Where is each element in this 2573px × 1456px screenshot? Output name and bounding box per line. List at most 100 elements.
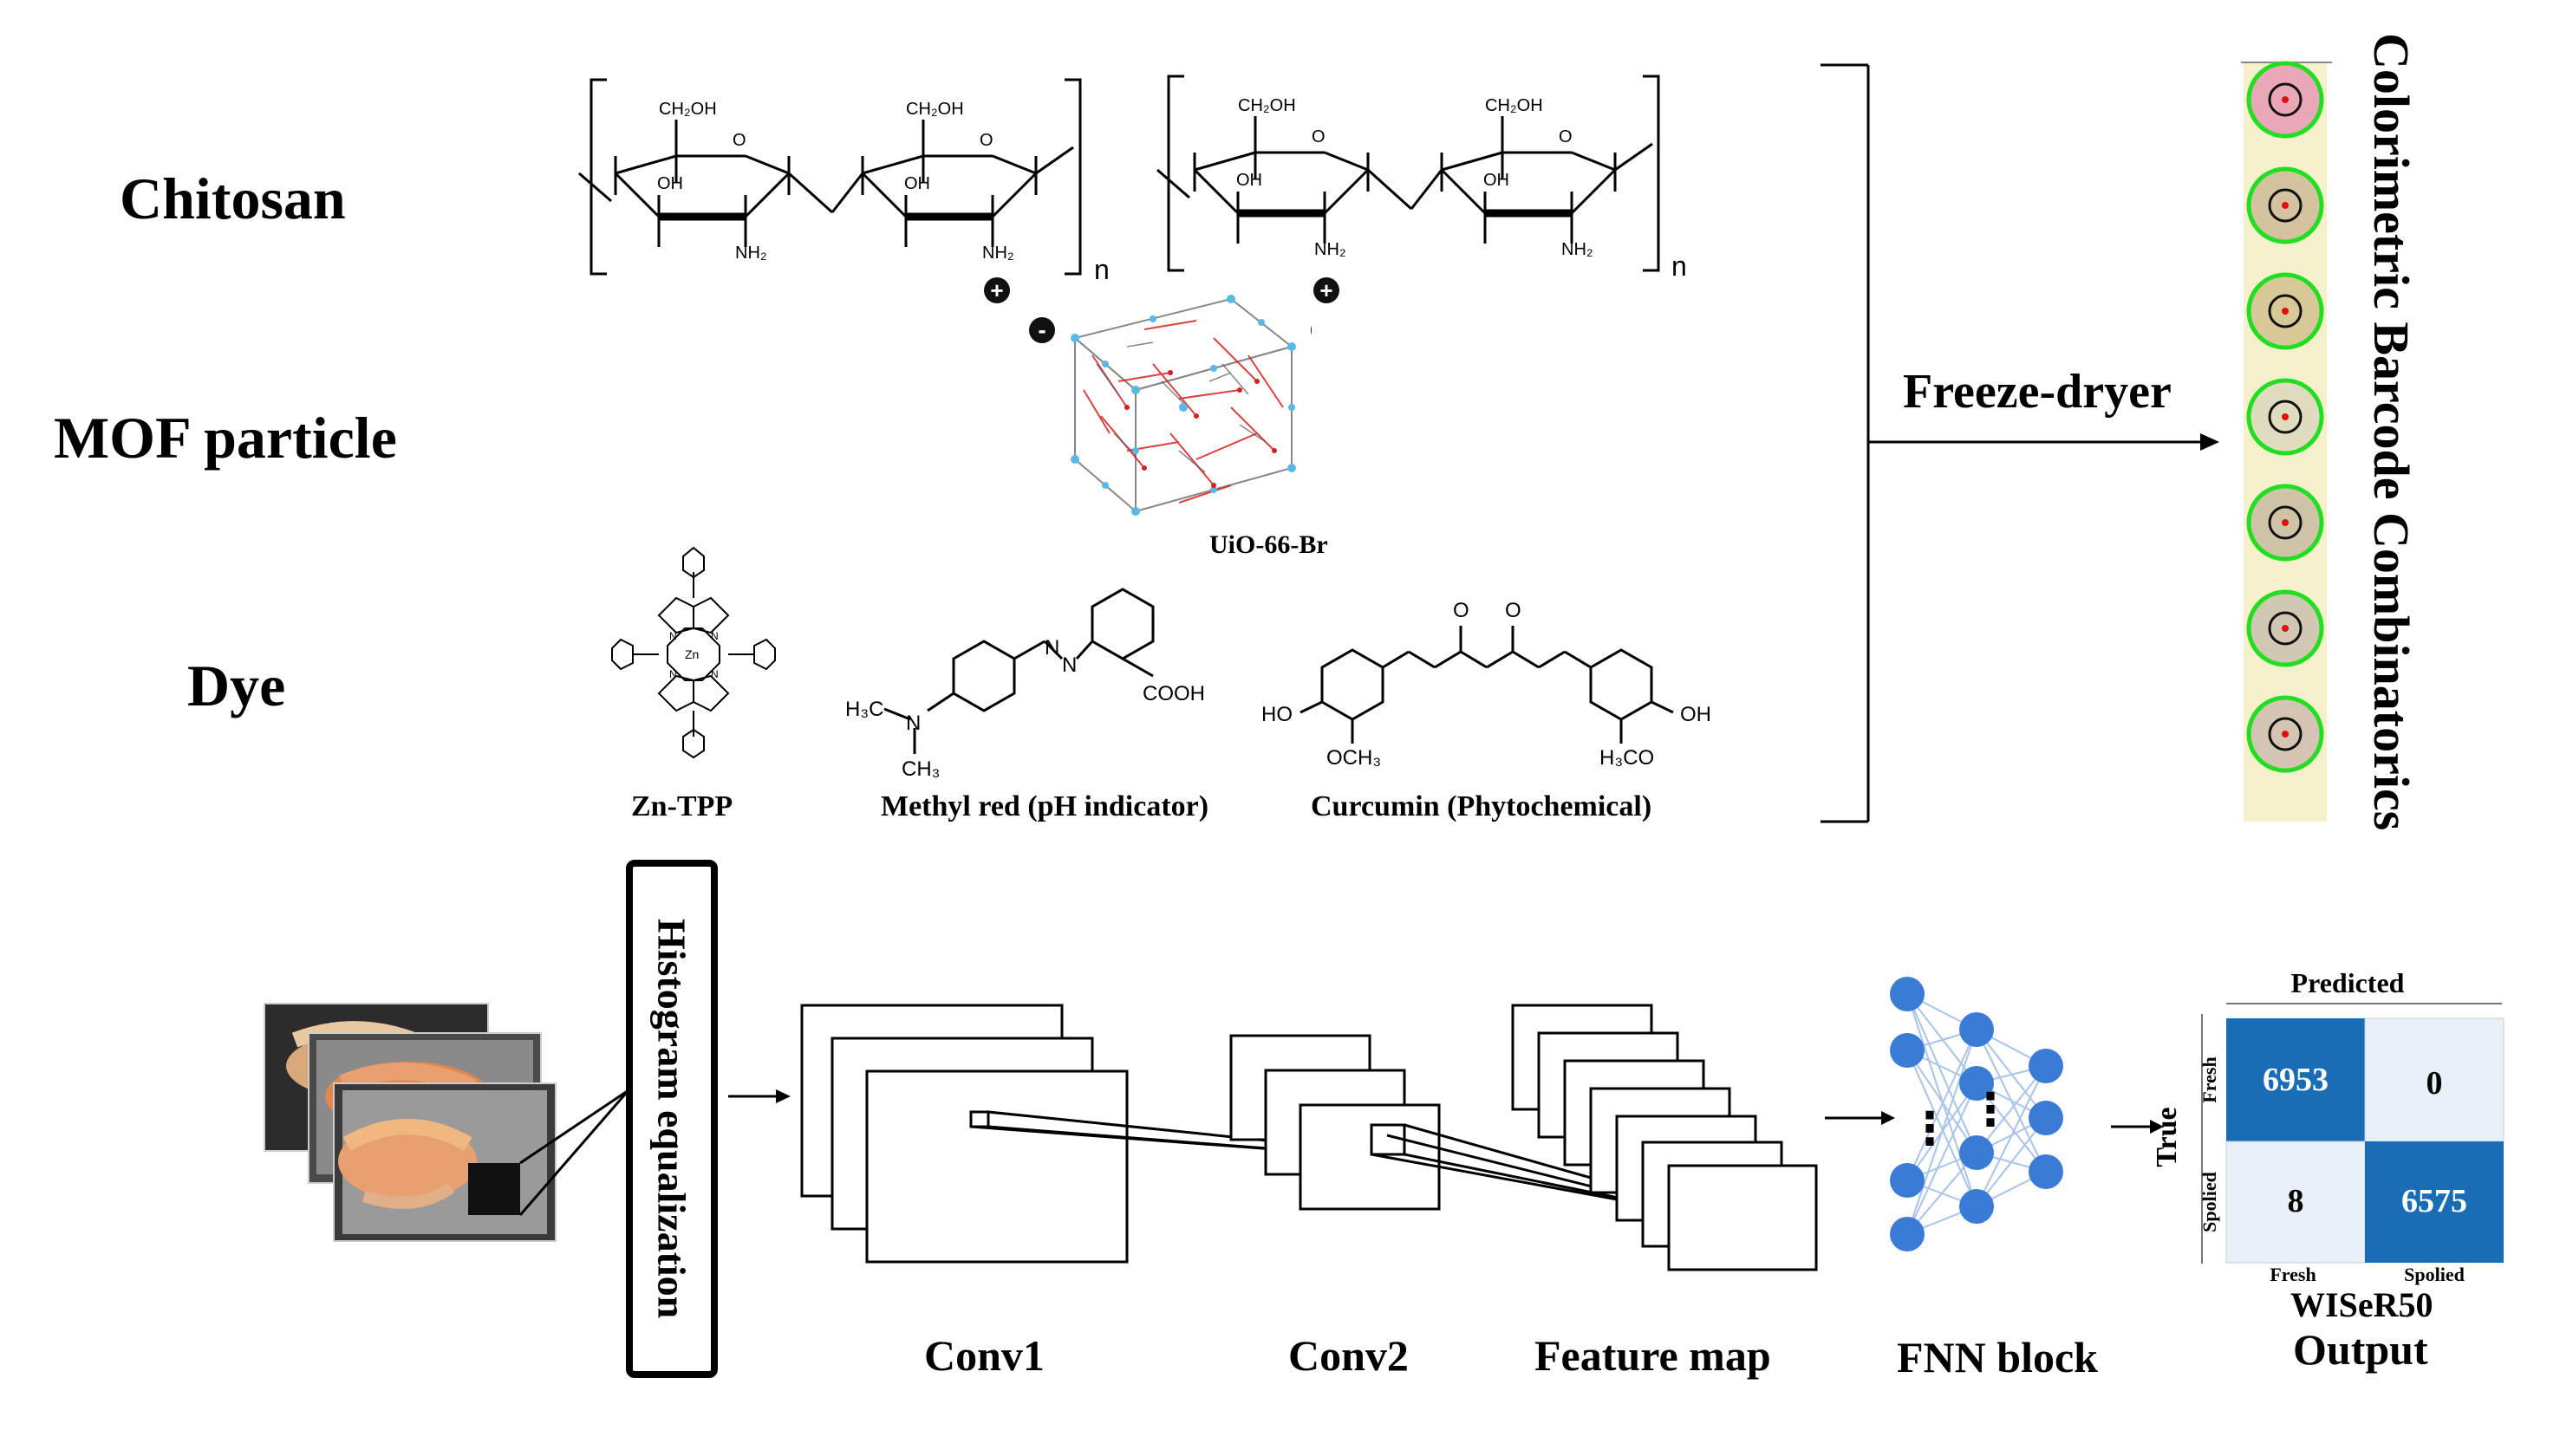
- fnn-edge: [1976, 1065, 2047, 1154]
- porphyrin-n: N: [711, 668, 719, 680]
- cm-cell-tp: [2226, 1018, 2365, 1141]
- oh-text: OH: [1236, 171, 1262, 190]
- minus-sign: -: [1038, 316, 1045, 343]
- barcode-spot-ring: [2268, 82, 2303, 117]
- chitosan-structure-1: CH₂OH CH₂OH O O OH OH NH₂ NH₂ n: [578, 78, 1110, 285]
- repeat-n: n: [1671, 250, 1687, 282]
- plus-sign: +: [1319, 277, 1332, 303]
- curcumin-structure: [1300, 626, 1674, 744]
- mof-particle-label: MOF particle: [54, 405, 397, 471]
- zn-metal-label: Zn: [685, 647, 699, 661]
- freeze-dryer-label: Freeze-dryer: [1903, 365, 2172, 419]
- h3c-text: H₃C: [845, 698, 883, 721]
- barcode-spot-ring: [2268, 611, 2303, 646]
- fnn-edge: [1906, 993, 1977, 1084]
- feature-map-stack: [1511, 1004, 1818, 1271]
- fnn-edge: [1906, 993, 1977, 1154]
- fnn-node: [1890, 1217, 1925, 1251]
- dye-label: Dye: [187, 653, 286, 718]
- oh-text: OH: [1483, 171, 1509, 190]
- porphyrin-n: N: [669, 630, 677, 642]
- oh-text: OH: [1680, 703, 1711, 726]
- ch2oh-text: CH₂OH: [1238, 96, 1296, 115]
- cm-col-spolied: Spolied: [2404, 1264, 2465, 1285]
- fnn-node: [1890, 1033, 1925, 1068]
- histogram-arrow: [776, 1089, 791, 1103]
- ch3-text: CH₃: [902, 757, 940, 781]
- model-name-label: WISeR50: [2290, 1285, 2433, 1324]
- feature-map-label: Feature map: [1534, 1331, 1771, 1380]
- ho-text: HO: [1261, 703, 1293, 726]
- conv1-stack: [800, 1004, 1345, 1264]
- nh2-text: NH₂: [982, 244, 1014, 263]
- barcode-spot-center: [2282, 413, 2289, 420]
- cm-value-00: 6953: [2263, 1062, 2329, 1098]
- curcumin-label: Curcumin (Phytochemical): [1311, 790, 1652, 822]
- ketone-o: O: [1453, 599, 1469, 622]
- fnn-edge: [1976, 1082, 2047, 1173]
- fnn-edge: [1906, 1050, 1977, 1207]
- ch2oh-text: CH₂OH: [906, 100, 964, 119]
- barcode-spot-center: [2282, 202, 2289, 209]
- barcode-spot-center: [2282, 519, 2289, 526]
- histogram-label: Histogram equalization: [649, 919, 694, 1319]
- shrimp-photos: [264, 1003, 630, 1242]
- fnn-dots: ⋮: [1968, 1085, 2013, 1135]
- confusion-matrix: 6953 0 8 6575 Predicted True Fresh Spoli…: [2151, 967, 2505, 1285]
- azo-n: N: [1062, 653, 1077, 677]
- porphyrin-n: N: [669, 668, 677, 680]
- chitosan-structure-2: CH₂OH CH₂OH O O OH OH NH₂ NH₂ n: [1156, 75, 1687, 282]
- fnn-edge: [1976, 1065, 2047, 1207]
- fnn-node: [1890, 977, 1925, 1011]
- barcode-spot-ring: [2268, 505, 2303, 540]
- fnn-arrow: [1881, 1111, 1895, 1125]
- zn-tpp-label: Zn-TPP: [631, 790, 733, 822]
- barcode-title: Colorimetric Barcode Combinatorics: [2363, 33, 2420, 831]
- fnn-edge: [1976, 1117, 2047, 1207]
- ring-oxygen: O: [1312, 127, 1326, 146]
- ring-oxygen: O: [1559, 127, 1573, 146]
- barcode-spot-center: [2282, 308, 2289, 315]
- barcode-spot-center: [2282, 96, 2289, 103]
- cooh-text: COOH: [1143, 682, 1205, 705]
- chitosan-label: Chitosan: [120, 166, 346, 231]
- output-arrow: [2150, 1120, 2164, 1134]
- ch2oh-text: CH₂OH: [659, 100, 717, 119]
- repeat-n: n: [1094, 254, 1110, 285]
- nh2-text: NH₂: [1561, 240, 1593, 259]
- fnn-node: [1959, 1066, 1994, 1101]
- nh2-text: NH₂: [735, 244, 767, 263]
- fnn-block-label: FNN block: [1897, 1333, 2098, 1381]
- fnn-node: [2029, 1101, 2063, 1135]
- azo-n: N: [1045, 636, 1059, 660]
- fnn-node: [2029, 1049, 2063, 1083]
- oh-text: OH: [657, 174, 683, 193]
- cm-row-fresh: Fresh: [2198, 1056, 2220, 1102]
- barcode-spot-ring: [2268, 188, 2303, 223]
- fnn-dots: ⋮: [1907, 1104, 1952, 1154]
- ring-oxygen: O: [980, 131, 993, 150]
- cm-cell-fp: [2364, 1017, 2505, 1142]
- fnn-node: [1890, 1163, 1925, 1198]
- cm-cell-tn: [2365, 1141, 2504, 1263]
- plus-sign: +: [990, 277, 1003, 303]
- cm-value-01: 0: [2426, 1065, 2443, 1102]
- cm-value-10: 8: [2288, 1183, 2304, 1219]
- fnn-edge: [1906, 1050, 1977, 1154]
- mof-name-label: UiO-66-Br: [1209, 530, 1328, 559]
- barcode-spot-ring: [2268, 717, 2303, 751]
- freeze-dryer-arrow: [2200, 433, 2219, 451]
- barcode-strip: [2241, 61, 2332, 822]
- ketone-o: O: [1505, 599, 1521, 622]
- cm-value-11: 6575: [2401, 1183, 2467, 1219]
- fnn-edge: [1906, 1029, 1977, 1181]
- fnn-node: [1959, 1012, 1994, 1047]
- mof-crystal: [1059, 295, 1311, 518]
- cm-true-label: True: [2151, 1107, 2183, 1167]
- fnn-node: [2029, 1154, 2063, 1189]
- conv1-label: Conv1: [924, 1331, 1045, 1380]
- barcode-spot-center: [2282, 625, 2289, 632]
- zn-tpp-structure: [611, 546, 776, 759]
- nh2-text: NH₂: [1314, 240, 1346, 259]
